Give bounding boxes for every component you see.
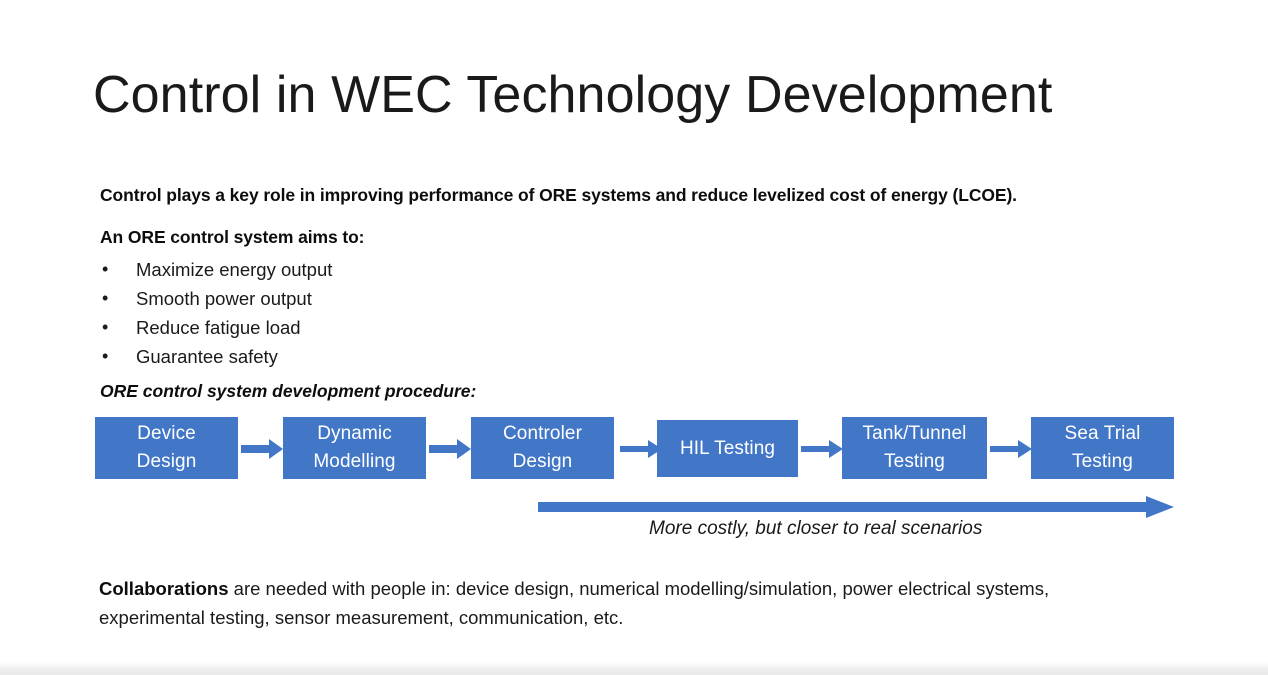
flow-stage-device-design[interactable]: Device Design — [95, 417, 238, 479]
flow-connector-arrow-5 — [990, 440, 1032, 458]
bottom-chrome-band — [0, 662, 1268, 675]
flow-stage-line2: Testing — [1072, 451, 1133, 472]
list-item-label: Smooth power output — [136, 288, 312, 309]
flow-stage-tank-tunnel-testing[interactable]: Tank/Tunnel Testing — [842, 417, 987, 479]
flow-stage-controler-design[interactable]: Controler Design — [471, 417, 614, 479]
list-item: • Guarantee safety — [100, 342, 332, 371]
list-item-label: Maximize energy output — [136, 259, 333, 280]
flow-stage-line1: Tank/Tunnel — [862, 423, 967, 444]
page-title: Control in WEC Technology Development — [93, 66, 1053, 124]
flow-stage-hil-testing[interactable]: HIL Testing — [657, 420, 798, 477]
list-item-label: Reduce fatigue load — [136, 317, 301, 338]
flow-connector-arrow-3 — [620, 440, 662, 458]
lead-statement: Control plays a key role in improving pe… — [100, 185, 1017, 205]
aims-bullet-list: • Maximize energy output • Smooth power … — [100, 255, 332, 371]
flow-connector-arrow-1 — [241, 439, 283, 459]
flow-stage-line2: Design — [136, 451, 197, 472]
flow-stage-line1: HIL Testing — [679, 437, 776, 459]
flow-stage-line2: Testing — [884, 451, 945, 472]
bullet-marker-icon: • — [102, 317, 109, 337]
flow-connector-arrow-4 — [801, 440, 843, 458]
flow-stage-line1: Dynamic — [317, 423, 392, 444]
bullet-marker-icon: • — [102, 346, 109, 366]
bullet-marker-icon: • — [102, 288, 109, 308]
flow-stage-line2: Design — [512, 451, 573, 472]
progression-arrow-icon — [538, 496, 1174, 518]
progression-caption: More costly, but closer to real scenario… — [649, 518, 983, 539]
list-item-label: Guarantee safety — [136, 346, 278, 367]
flow-stage-line1: Sea Trial — [1064, 423, 1141, 444]
flow-stage-line1: Device — [137, 423, 196, 444]
list-item: • Smooth power output — [100, 284, 332, 313]
flow-connector-arrow-2 — [429, 439, 471, 459]
list-item: • Maximize energy output — [100, 255, 332, 284]
list-item: • Reduce fatigue load — [100, 313, 332, 342]
procedure-heading: ORE control system development procedure… — [100, 381, 477, 401]
collaborations-paragraph: Collaborations are needed with people in… — [99, 574, 1159, 632]
bullet-marker-icon: • — [102, 259, 109, 279]
flow-stage-line2: Modelling — [313, 451, 396, 472]
aims-heading: An ORE control system aims to: — [100, 227, 365, 247]
collaborations-rest: are needed with people in: device design… — [99, 578, 1050, 628]
collaborations-lead-bold: Collaborations — [99, 578, 229, 599]
flow-stage-line1: Controler — [502, 423, 583, 444]
flow-stage-sea-trial-testing[interactable]: Sea Trial Testing — [1031, 417, 1174, 479]
flow-stage-dynamic-modelling[interactable]: Dynamic Modelling — [283, 417, 426, 479]
